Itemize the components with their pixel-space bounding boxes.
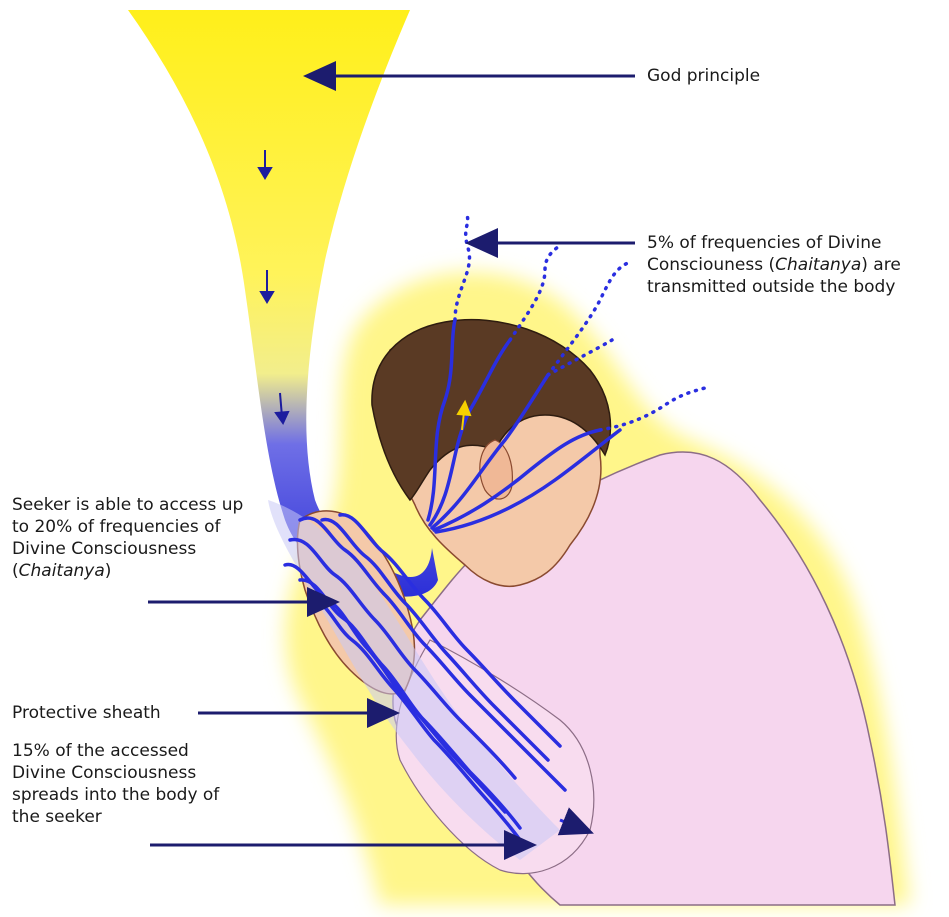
label-god-principle: God principle <box>647 65 760 87</box>
label-outside-body: 5% of frequencies of Divine Consciouness… <box>647 232 901 298</box>
label-protective-sheath: Protective sheath <box>12 702 161 724</box>
label-seeker-access-line1: Seeker is able to access up <box>12 494 243 516</box>
label-spreads-line2: Divine Consciousness <box>12 762 219 784</box>
label-seeker-access: Seeker is able to access up to 20% of fr… <box>12 494 243 582</box>
label-spreads-line4: the seeker <box>12 806 219 828</box>
label-outside-body-line1: 5% of frequencies of Divine <box>647 232 901 254</box>
label-spreads-line1: 15% of the accessed <box>12 740 219 762</box>
label-seeker-access-line2: to 20% of frequencies of <box>12 516 243 538</box>
label-outside-body-line2: Consciouness (Chaitanya) are <box>647 254 901 276</box>
label-spreads-into-body: 15% of the accessed Divine Consciousness… <box>12 740 219 828</box>
label-seeker-access-line4: (Chaitanya) <box>12 560 243 582</box>
label-spreads-line3: spreads into the body of <box>12 784 219 806</box>
label-seeker-access-line3: Divine Consciousness <box>12 538 243 560</box>
label-outside-body-line3: transmitted outside the body <box>647 276 901 298</box>
